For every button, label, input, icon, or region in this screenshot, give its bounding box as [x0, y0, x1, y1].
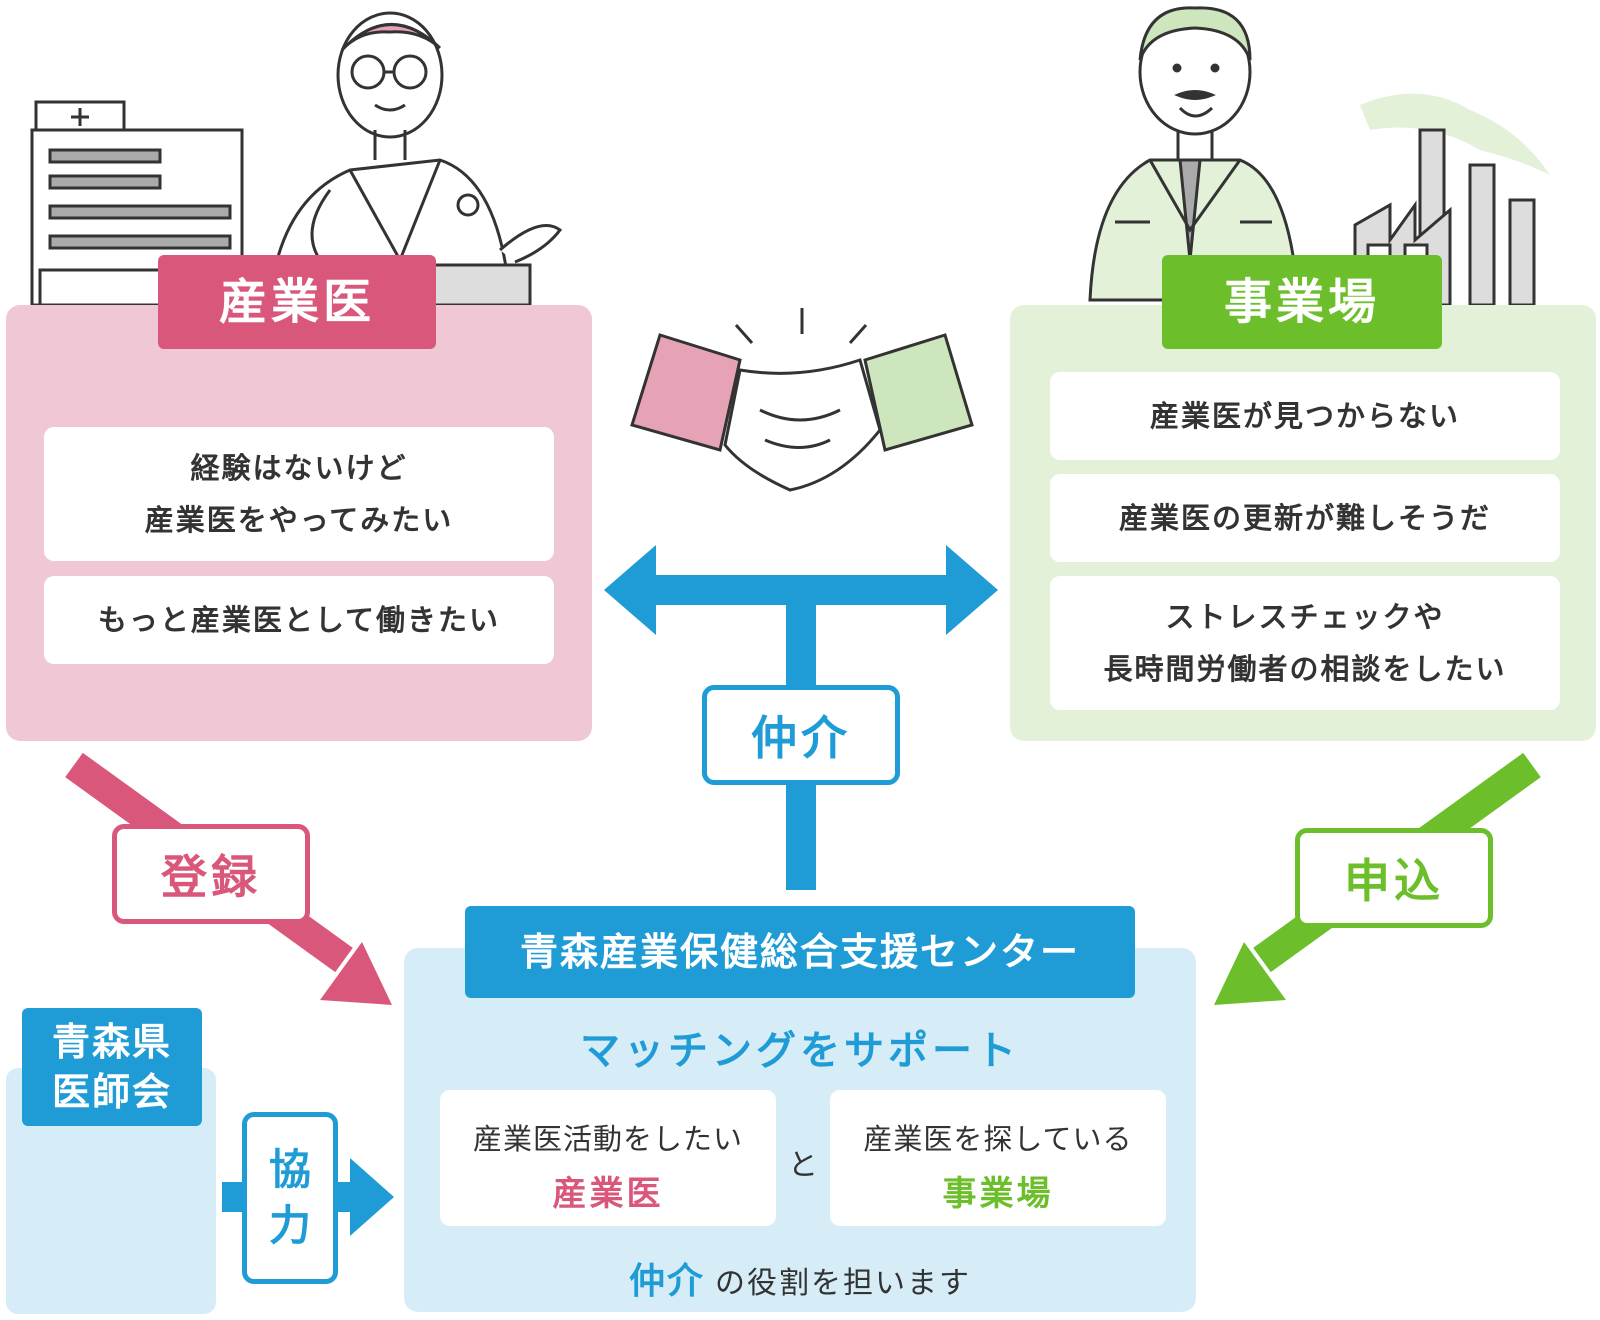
hospital-icon [30, 100, 244, 307]
business-need-card: 産業医の更新が難しそうだ [1050, 474, 1560, 562]
doctor-title: 産業医 [158, 255, 436, 349]
cooperate-char: 協 [268, 1145, 311, 1194]
business-need-line: 長時間労働者の相談をしたい [1103, 652, 1507, 686]
center-role-strong: 仲介 [628, 1261, 705, 1302]
center-name: 青森産業保健総合支援センター [465, 906, 1135, 998]
mediate-label: 仲介 [702, 685, 900, 785]
business-need-line: ストレスチェックや [1165, 600, 1445, 634]
business-need-line: 産業医の更新が難しそうだ [1118, 501, 1491, 535]
center-role-text: の役割を担います [715, 1266, 971, 1301]
doctor-need-line: 経験はないけど [190, 451, 408, 485]
center-role: 仲介の役割を担います [404, 1252, 1196, 1304]
business-need-card: 産業医が見つからない [1050, 372, 1560, 460]
business-title: 事業場 [1162, 255, 1442, 349]
doctor-need-line: 産業医をやってみたい [144, 503, 454, 537]
association-line: 医師会 [51, 1070, 172, 1114]
cooperate-char: 力 [268, 1201, 311, 1250]
association-line: 青森県 [51, 1020, 172, 1064]
match-card-role: 事業場 [942, 1174, 1054, 1214]
apply-label: 申込 [1295, 828, 1493, 928]
match-card-doctor: 産業医活動をしたい 産業医 [440, 1090, 776, 1226]
match-card-line: 産業医を探している [863, 1122, 1133, 1156]
match-card-business: 産業医を探している 事業場 [830, 1090, 1166, 1226]
business-need-card: ストレスチェックや 長時間労働者の相談をしたい [1050, 576, 1560, 710]
conjunction: と [788, 1148, 818, 1183]
doctor-need-card: もっと産業医として働きたい [44, 576, 554, 664]
association-title: 青森県 医師会 [22, 1008, 202, 1126]
match-card-role: 産業医 [552, 1174, 664, 1214]
cooperate-label: 協 力 [242, 1112, 338, 1284]
center-tagline: マッチングをサポート [580, 1028, 1020, 1074]
business-need-line: 産業医が見つからない [1149, 399, 1460, 433]
doctor-need-card: 経験はないけど 産業医をやってみたい [44, 427, 554, 561]
handshake-icon [630, 308, 974, 492]
match-card-line: 産業医活動をしたい [472, 1122, 743, 1156]
register-label: 登録 [112, 824, 310, 924]
doctor-need-line: もっと産業医として働きたい [97, 603, 501, 637]
